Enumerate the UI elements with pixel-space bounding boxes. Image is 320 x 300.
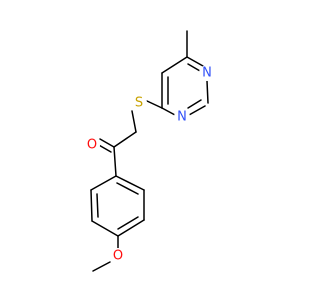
atom-methoxy-oxygen: O — [110, 248, 126, 264]
bond-carbonyl-ring — [113, 146, 117, 177]
bond-pyrimidine-c5-c6 — [161, 56, 188, 74]
bond-benzene-2-3-double — [96, 193, 99, 218]
bond-pyrimidine-c2-n3 — [188, 105, 206, 116]
bond-benzene-4-5-double — [117, 216, 139, 230]
atom-methoxy-oxygen-label: O — [113, 249, 123, 264]
bond-methoxy-oxygen-methyl — [92, 261, 111, 272]
bond-pyrimidine-n1-c2 — [206, 80, 209, 104]
bonds — [90, 30, 209, 272]
atom-sulfur-label: S — [135, 96, 143, 111]
bond-pyrimidine-c6-n1-double — [187, 63, 201, 72]
atom-n1-label: N — [202, 66, 212, 81]
atom-labels: N N S O O — [84, 65, 215, 264]
atom-sulfur: S — [131, 95, 147, 111]
bond-pyrimidine-c2-n3-double — [187, 99, 202, 109]
bond-benzene-6-1-double — [116, 182, 139, 195]
atom-n2-label: N — [177, 110, 187, 125]
bond-pyrimidine-sulfur — [146, 100, 163, 109]
atom-carbonyl-oxygen: O — [84, 137, 100, 153]
bond-benzene-1-2 — [90, 175, 117, 191]
bond-methylene-carbonyl — [113, 131, 137, 148]
atom-n1: N — [199, 65, 215, 81]
bond-benzene-6-1 — [115, 175, 145, 191]
bond-pyrimidine-n3-c4 — [161, 107, 176, 116]
bond-carbonyl-oxygen — [99, 138, 115, 148]
atom-n2: N — [174, 109, 190, 125]
bond-benzene-4-5 — [117, 219, 145, 237]
atom-carbonyl-oxygen-label: O — [87, 138, 97, 153]
chemical-structure-diagram: N N S O O — [84, 30, 215, 272]
bond-sulfur-methylene — [131, 110, 137, 133]
bond-benzene-2-3 — [90, 189, 93, 222]
bond-pyrimidine-c6-n1 — [186, 56, 204, 67]
bond-benzene-3-4 — [91, 220, 119, 237]
